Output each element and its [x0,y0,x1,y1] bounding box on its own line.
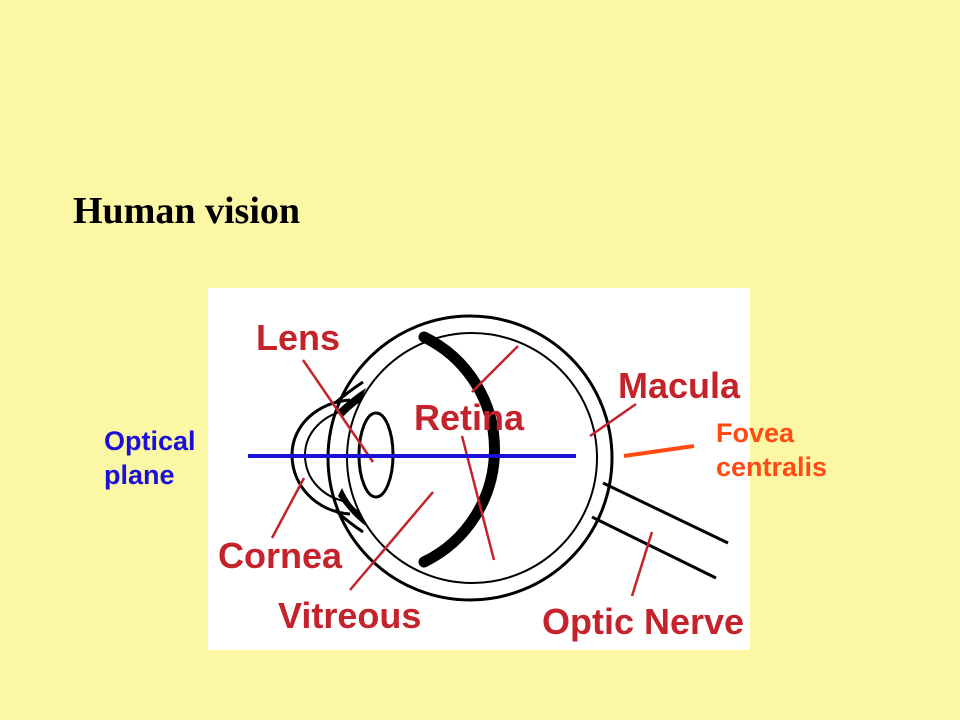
iris-lower-fill [338,488,366,526]
optic-nerve-upper [602,481,729,545]
optic-nerve-label: Optic Nerve [542,601,744,642]
retina-label: Retina [414,397,525,438]
eye-diagram-panel [208,288,750,650]
lens-label: Lens [256,317,340,358]
optic-nerve-lower [591,515,717,580]
optical-plane-label: Optical plane [104,424,196,492]
optic-nerve-pointer [630,531,654,597]
macula-label: Macula [618,365,741,406]
fovea-marker-line [623,444,695,458]
slide-title: Human vision [73,190,301,232]
optical-plane-label-line-2: plane [104,460,175,490]
vitreous-pointer [349,491,434,591]
fovea-centralis-label-line-2: centralis [716,452,828,482]
fovea-centralis-label: Fovea centralis [716,416,827,484]
cornea-label: Cornea [218,535,343,576]
retina-layer [418,331,500,568]
vitreous-label: Vitreous [278,595,421,636]
cornea-pointer [270,477,306,539]
fovea-centralis-label-line-1: Fovea [716,418,795,448]
iris-upper-fill [338,388,366,418]
optical-plane-label-line-1: Optical [104,426,196,456]
retina-pointer-upper [471,345,519,393]
macula-pointer [589,402,637,438]
lens-pointer [301,359,375,463]
